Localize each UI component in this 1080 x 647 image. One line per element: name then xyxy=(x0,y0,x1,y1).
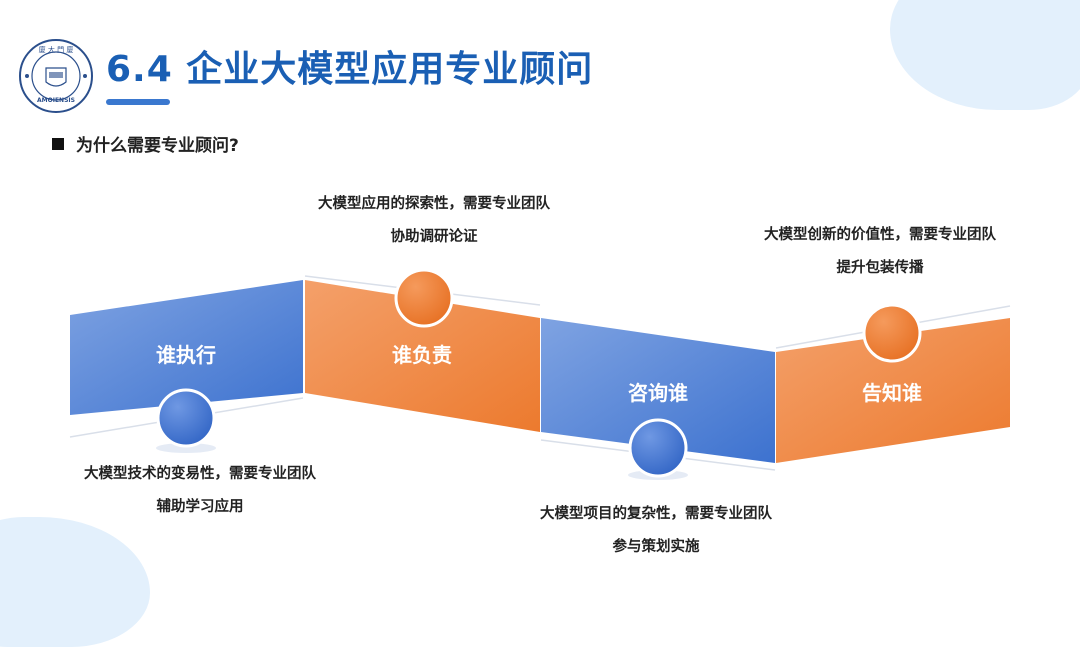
step-description-3: 大模型项目的复杂性，需要专业团队 参与策划实施 xyxy=(540,498,772,564)
description-line-2: 辅助学习应用 xyxy=(156,499,244,515)
description-line-2: 提升包装传播 xyxy=(836,260,924,276)
circle-marker-1 xyxy=(156,388,216,448)
svg-text:廈 大 門 廈: 廈 大 門 廈 xyxy=(39,45,74,54)
panel-3-consult-whom xyxy=(541,318,775,463)
step-label-2: 谁负责 xyxy=(392,343,452,367)
process-diagram xyxy=(69,268,1011,480)
university-seal-icon: AMOIENSIS 廈 大 門 廈 xyxy=(19,39,93,113)
description-line-1: 大模型应用的探索性，需要专业团队 xyxy=(318,196,550,212)
description-line-2: 协助调研论证 xyxy=(390,229,478,245)
description-line-1: 大模型项目的复杂性，需要专业团队 xyxy=(540,506,772,522)
step-label-1: 谁执行 xyxy=(156,343,216,367)
step-description-1: 大模型技术的变易性，需要专业团队 辅助学习应用 xyxy=(84,458,316,524)
step-label-3: 咨询谁 xyxy=(628,381,688,405)
circle-marker-3 xyxy=(628,418,688,478)
description-line-2: 参与策划实施 xyxy=(612,539,700,555)
panel-1-who-executes xyxy=(70,280,303,415)
circle-marker-4 xyxy=(862,303,922,363)
svg-text:AMOIENSIS: AMOIENSIS xyxy=(37,97,75,104)
step-description-4: 大模型创新的价值性，需要专业团队 提升包装传播 xyxy=(764,219,996,285)
description-line-1: 大模型创新的价值性，需要专业团队 xyxy=(764,227,996,243)
panel-2-who-responsible xyxy=(305,280,540,432)
subtitle: 为什么需要专业顾问? xyxy=(76,136,239,156)
circle-marker-2 xyxy=(394,268,454,328)
step-description-2: 大模型应用的探索性，需要专业团队 协助调研论证 xyxy=(318,188,550,254)
subtitle-row: 为什么需要专业顾问? xyxy=(52,131,239,156)
page-title: 6.4 企业大模型应用专业顾问 xyxy=(106,49,594,90)
panel-4-inform-whom xyxy=(776,318,1010,463)
description-line-1: 大模型技术的变易性，需要专业团队 xyxy=(84,466,316,482)
square-bullet-icon xyxy=(52,137,64,150)
step-label-4: 告知谁 xyxy=(862,381,922,405)
title-underline xyxy=(106,99,170,105)
